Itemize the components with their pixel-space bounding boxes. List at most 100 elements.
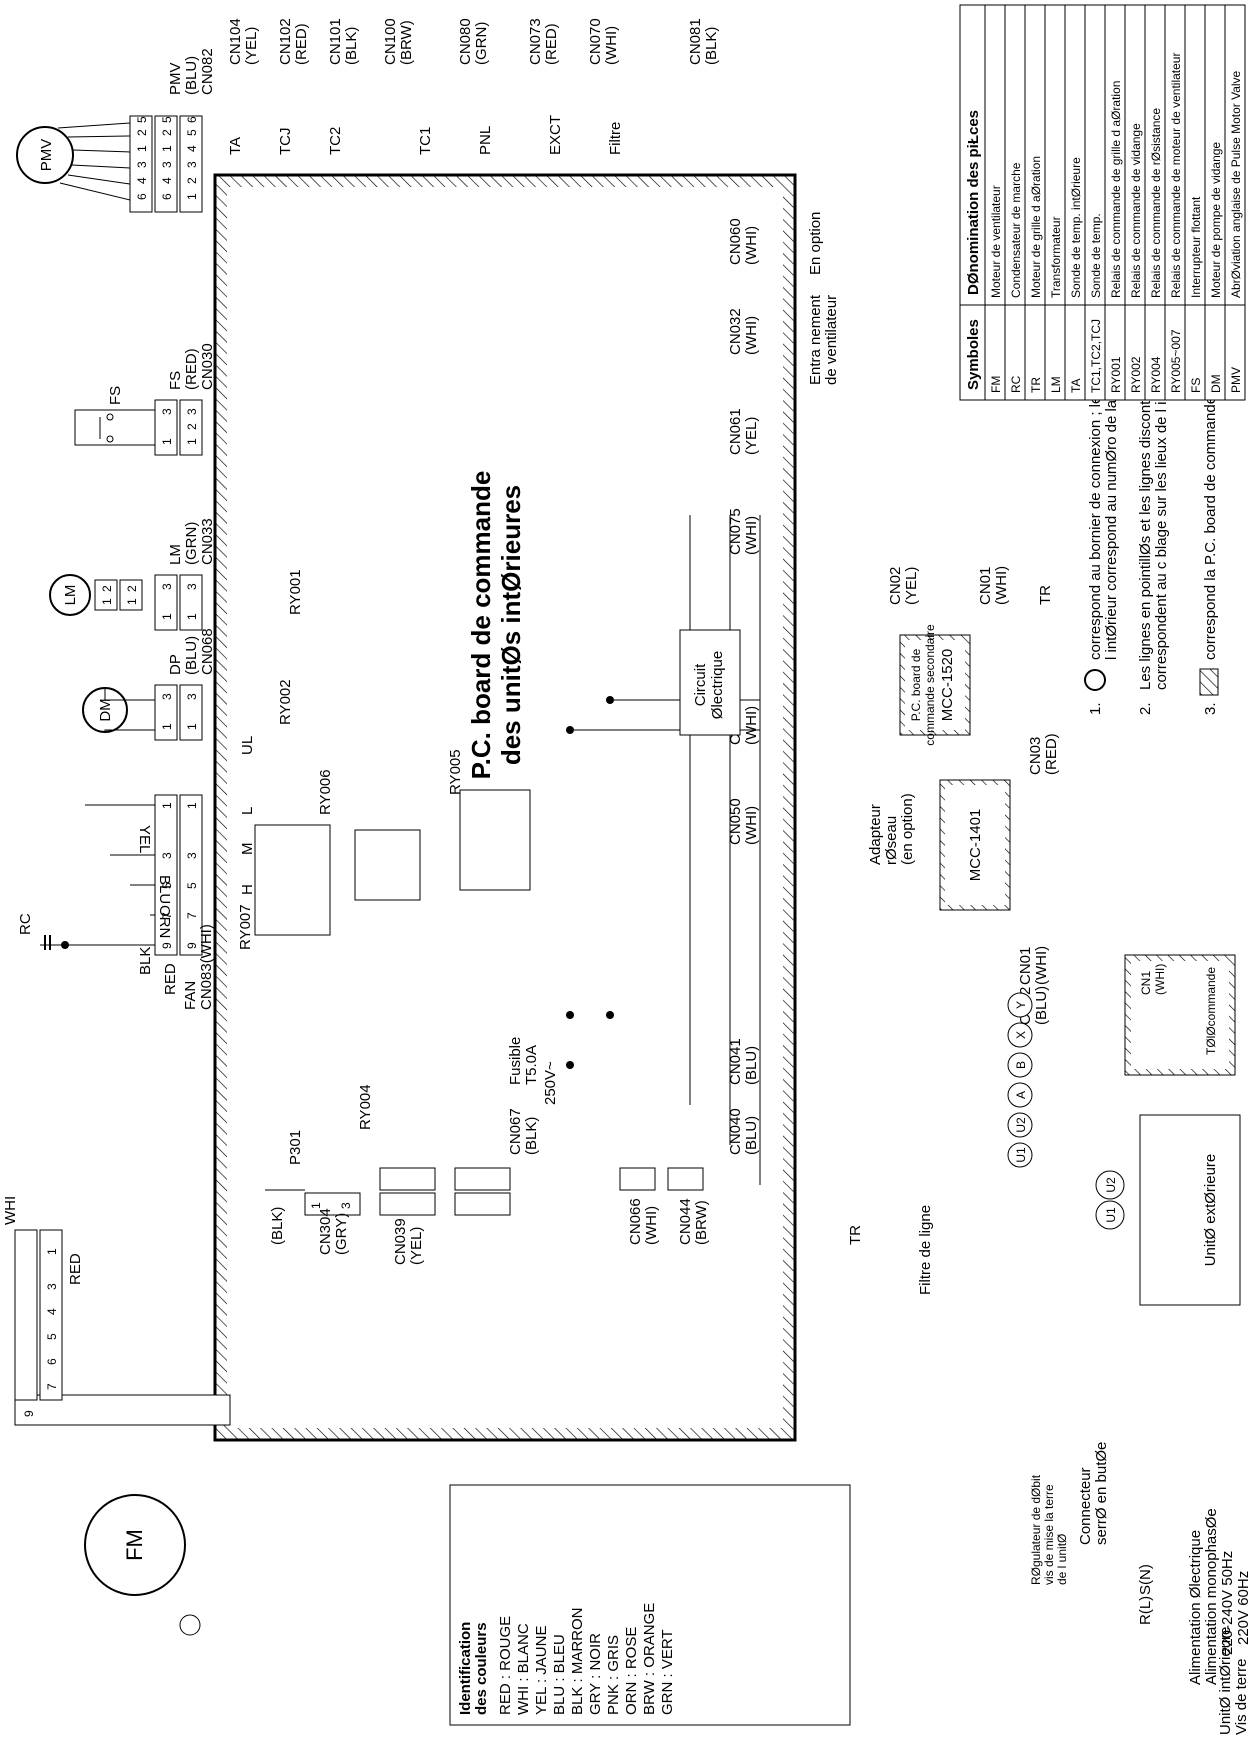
alim-label-1: Alimentation Ølectrique [1187,1530,1204,1685]
parts-table: Symboles DØnomination des piŁces FMMoteu… [959,4,1246,401]
parts-row-symbol: RY001 [1109,356,1123,393]
cn081-label-1: CN081 [687,18,704,65]
cn032-label-1: CN032 [727,308,744,355]
svg-text:2: 2 [185,423,199,430]
connecteur-label-2: serrØ en butØe [1093,1442,1110,1545]
ry007-label: RY007 [237,904,254,950]
connector-cn033: 13 13 12 12 LM LM (GRN) CN033 [49,518,216,631]
svg-text:1: 1 [185,802,199,809]
svg-text:1: 1 [185,723,199,730]
ry004-label: RY004 [357,1084,374,1130]
cn082-label-3: CN082 [199,48,216,95]
color-line: RED : ROUGE [497,1616,514,1715]
cn1-label-1: CN1 [1139,971,1153,995]
svg-text:3: 3 [45,1283,59,1290]
wire-whi-label: WHI [2,1196,19,1225]
svg-text:1: 1 [160,145,174,152]
svg-text:9: 9 [22,1410,36,1417]
wire-red-label: RED [67,1253,84,1285]
color-line: WHI : BLANC [515,1623,532,1715]
fan-wiring: YEL BLU ORN BLK RED RC [17,804,179,995]
terminal-u1: U1 [1007,1142,1033,1168]
cn070-label-2: (WHI) [603,26,620,65]
svg-text:3: 3 [160,161,174,168]
cn075-label-1: CN075 [727,508,744,555]
dm-label: DM [97,698,114,721]
svg-text:1: 1 [135,145,149,152]
svg-text:X: X [1014,1031,1028,1039]
svg-text:5: 5 [160,116,174,123]
svg-text:1: 1 [160,802,174,809]
mcc-1520: P.C. board de commande secondaire MCC-15… [887,566,1054,746]
mcc1520-label-1: P.C. board de [909,648,923,721]
cn02-label-2: (YEL) [903,567,920,605]
terminal-block: U1 U2 A B X Y [1007,992,1033,1168]
board-title-1: P.C. board de commande [466,471,496,780]
cn039-label-1: CN039 [392,1218,409,1265]
note-1-number: 1. [1087,702,1104,715]
ta-label: TA [227,137,244,155]
svg-text:2: 2 [185,177,199,184]
cn104-label-1: CN104 [227,18,244,65]
svg-text:3: 3 [160,583,174,590]
parts-row-name: Relais de commande de rØsistance [1149,108,1163,298]
cn100-label-2: (BRW) [398,20,415,65]
connecteur-label-1: Connecteur [1077,1467,1094,1545]
cn101-label-2: (BLK) [343,27,360,65]
svg-text:6: 6 [135,193,149,200]
svg-text:1: 1 [45,1248,59,1255]
rl-label: R(L) [1137,1596,1154,1625]
cn073-label-1: CN073 [527,18,544,65]
cn066-label-2: (WHI) [643,1206,660,1245]
parts-row-name: Relais de commande de vidange [1129,123,1143,298]
fusible-label-2: T5.0A [523,1045,540,1085]
parts-row-name: Moteur de pompe de vidange [1209,142,1223,298]
svg-text:3: 3 [185,852,199,859]
note-2-line-2: correspondent au c blage sur les lieux d… [1153,330,1170,690]
p301-earth: P301 (BLK) [265,1130,305,1245]
cn075-label-2: (WHI) [743,516,760,555]
svg-text:3: 3 [160,852,174,859]
circuit-electrique: Circuit Ølectrique [679,629,741,736]
alim-label-4: 220V 60Hz [1235,1571,1251,1645]
cn304-label-1: CN304 [317,1208,334,1255]
color-line: BLU : BLEU [551,1634,568,1715]
fs-label: FS [107,386,124,405]
mcc1520-label-3: MCC-1520 [939,649,956,722]
cn040-label-1: CN040 [727,1108,744,1155]
color-id-title-2: des couleurs [473,1622,490,1715]
ul-label: UL [239,736,256,755]
cn044-label-2: (BRW) [693,1200,710,1245]
cn030-label-2: (RED) [183,348,200,390]
entrainement-label-1: Entra nement [807,294,824,385]
mcc1401-label: MCC-1401 [967,809,984,882]
unite-exterieure: UnitØ extØrieure U1 U2 [1095,1114,1241,1306]
parts-row-symbol: TA [1069,379,1083,393]
adapteur-label-2: rØseau [883,816,900,865]
svg-text:4: 4 [185,145,199,152]
exct-label: EXCT [547,115,564,155]
cn081-label-2: (BLK) [703,27,720,65]
cn02b-label-2: (BLU) [1033,986,1050,1025]
regulateur-label-1: RØgulateur de dØbit [1029,1474,1043,1585]
fusible-label-3: 250V~ [542,1061,559,1105]
cn067-label-1: CN067 [507,1108,524,1155]
svg-text:1: 1 [185,438,199,445]
cn040-label-2: (BLU) [743,1116,760,1155]
connector-cn068: 13 13 DM DP (BLU) CN068 [82,628,216,741]
svg-text:5: 5 [160,882,174,889]
svg-text:7: 7 [45,1383,59,1390]
cn02-label-1: CN02 [887,567,904,605]
circuit-label-1: Circuit [692,663,709,706]
note-2-number: 2. [1137,702,1154,715]
parts-header-name: DØnomination des piŁces [965,110,982,295]
filtre-ligne-label: Filtre de ligne [917,1205,934,1295]
svg-text:4: 4 [160,177,174,184]
parts-row-symbol: DM [1209,374,1223,393]
note-2-line-1: Les lignes en pointillØs et les lignes d… [1137,365,1154,690]
h-label: H [239,884,256,895]
parts-row-name: Condensateur de marche [1009,162,1023,298]
terminal-b: B [1007,1052,1033,1078]
